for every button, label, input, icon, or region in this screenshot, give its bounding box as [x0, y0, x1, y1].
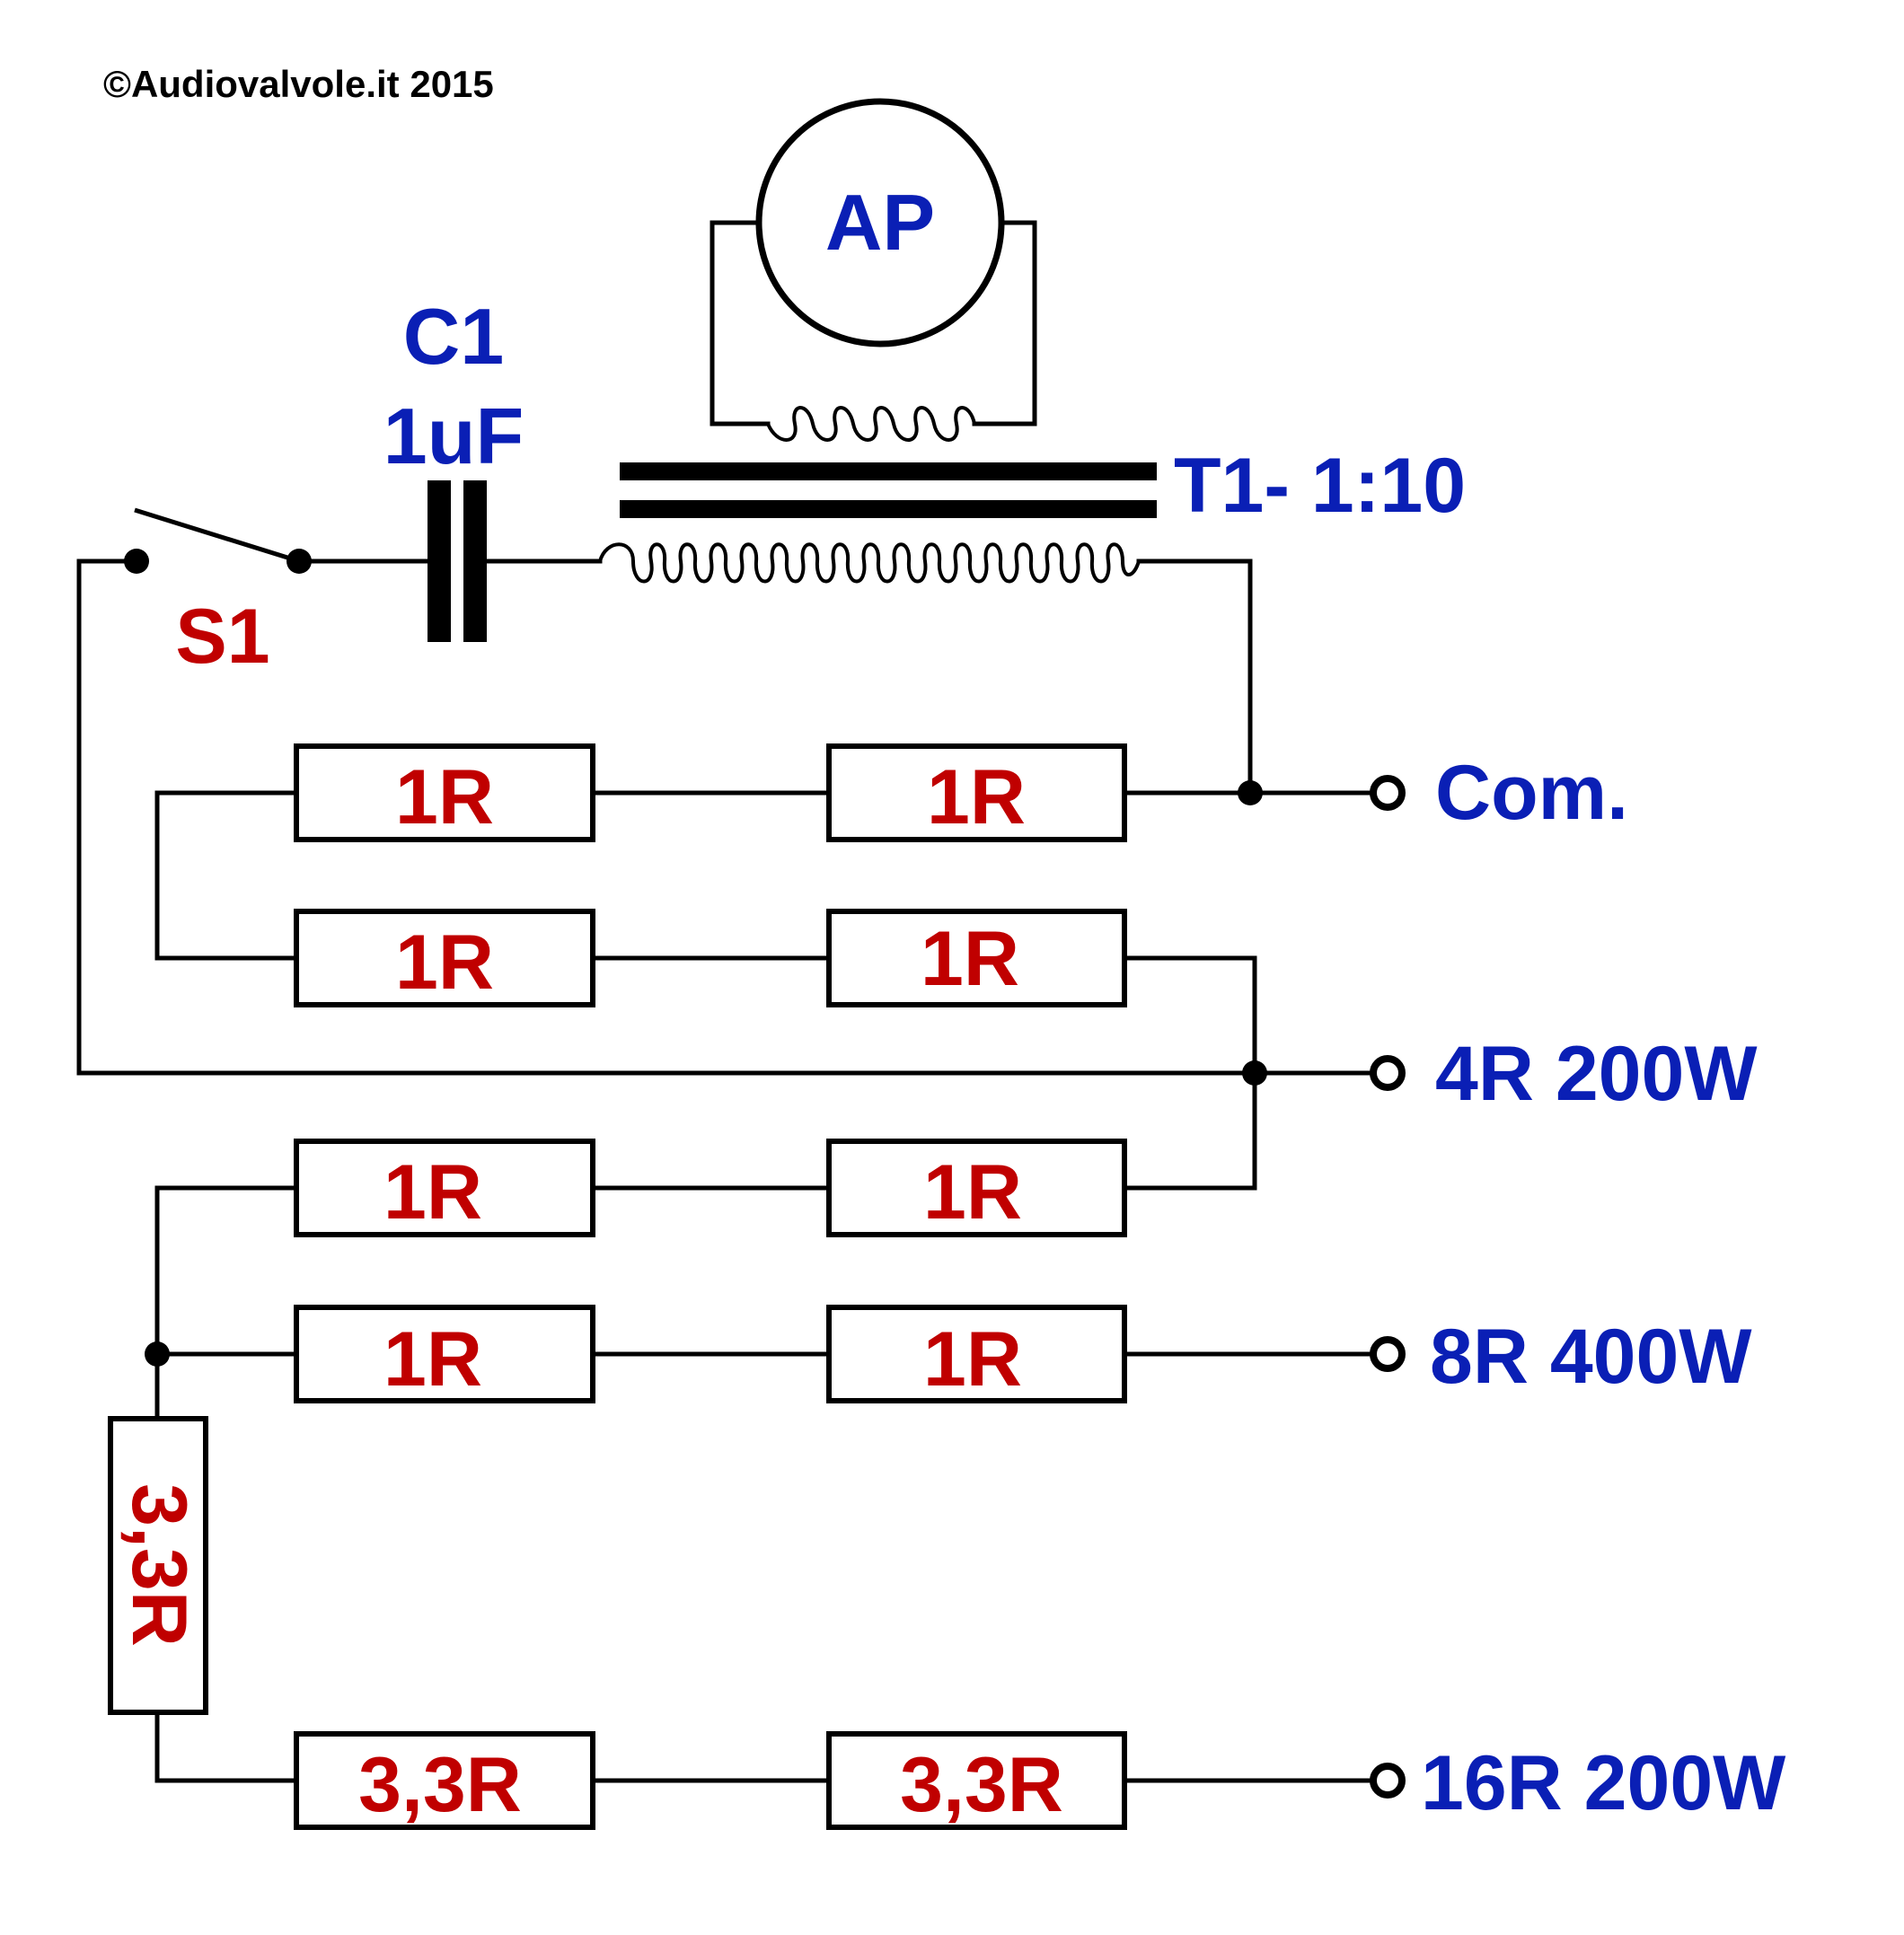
resistor-r4: 1R: [826, 909, 1127, 1007]
terminal-4r[interactable]: [1370, 1055, 1406, 1091]
junction-com: [1238, 780, 1263, 805]
wire-loop-2: [154, 1185, 299, 1421]
wire-loop-1: [154, 790, 299, 961]
resistor-label: 1R: [395, 754, 494, 840]
terminal-8r-label: 8R 400W: [1430, 1314, 1752, 1400]
ap-meter-label: AP: [825, 178, 935, 267]
resistor-label: 3,3R: [900, 1742, 1063, 1828]
meter-lead-left: [710, 220, 771, 427]
resistor-label: 3,3R: [358, 1742, 522, 1828]
resistor-r5: 1R: [294, 1139, 595, 1237]
resistor-r6: 1R: [826, 1139, 1127, 1237]
primary-winding: [598, 542, 1141, 584]
resistor-r7: 1R: [294, 1305, 595, 1403]
terminal-8r[interactable]: [1370, 1336, 1406, 1372]
transformer-label: T1- 1:10: [1174, 443, 1466, 529]
junction-4r: [1242, 1060, 1267, 1086]
wire-winding-com: [1136, 559, 1253, 796]
resistor-r9-vertical: 3,3R: [108, 1416, 208, 1715]
resistor-label: 1R: [383, 1149, 482, 1236]
resistor-r8: 1R: [826, 1305, 1127, 1403]
secondary-winding: [766, 406, 976, 442]
switch-blade: [134, 507, 300, 564]
resistor-r1: 1R: [294, 743, 595, 842]
switch-contact-left: [124, 549, 149, 574]
transformer-core-bottom: [620, 500, 1157, 518]
terminal-com[interactable]: [1370, 775, 1406, 811]
terminal-com-label: Com.: [1435, 750, 1628, 836]
capacitor-value: 1uF: [383, 391, 524, 480]
terminal-4r-label: 4R 200W: [1435, 1031, 1758, 1117]
resistor-label: 1R: [921, 916, 1019, 1002]
junction-8r: [145, 1341, 170, 1367]
resistor-label: 1R: [923, 1316, 1022, 1403]
switch-label: S1: [175, 594, 269, 680]
resistor-r10: 3,3R: [294, 1731, 595, 1830]
capacitor-name: C1: [403, 292, 505, 381]
terminal-16r[interactable]: [1370, 1763, 1406, 1799]
resistor-label: 1R: [927, 754, 1026, 840]
resistor-r2: 1R: [826, 743, 1127, 842]
resistor-label: 3,3R: [116, 1483, 202, 1647]
terminal-16r-label: 16R 200W: [1421, 1740, 1786, 1826]
copyright-text: ©Audiovalvole.it 2015: [103, 63, 494, 105]
capacitor-plate-right: [463, 480, 487, 642]
resistor-r11: 3,3R: [826, 1731, 1127, 1830]
resistor-label: 1R: [923, 1149, 1022, 1236]
resistor-label: 1R: [383, 1316, 482, 1403]
resistor-label: 1R: [395, 919, 494, 1006]
return-wire: [76, 559, 1257, 1076]
resistor-r3: 1R: [294, 909, 595, 1007]
meter-lead-right: [972, 220, 1037, 427]
capacitor-plate-left: [428, 480, 451, 642]
wire-loop-3: [154, 1710, 299, 1783]
transformer-core-top: [620, 462, 1157, 480]
